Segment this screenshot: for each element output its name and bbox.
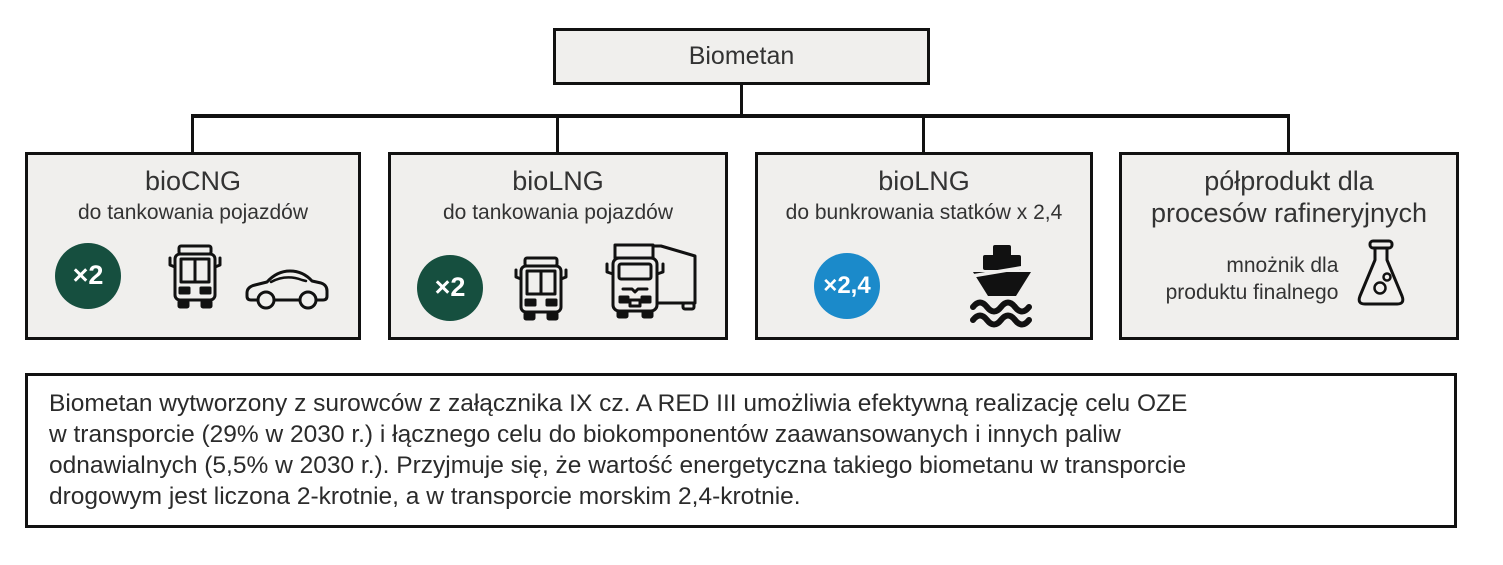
multiplier-badge-label: ×2 [434,272,466,303]
multiplier-badge: ×2 [55,242,121,309]
connector-horizontal-bar [191,114,1290,118]
truck-icon [605,243,697,319]
branch-biocng: bioCNG do tankowania pojazdów ×2 [25,152,361,340]
multiplier-badge-label: ×2,4 [823,271,871,299]
multiplier-badge: ×2 [417,254,483,321]
footnote-box: Biometan wytworzony z surowców z załączn… [25,373,1457,528]
branch-biolng-vehicles: bioLNG do tankowania pojazdów ×2 [388,152,728,340]
root-node-biometan: Biometan [553,28,930,85]
footnote-line: odnawialnych (5,5% w 2030 r.). Przyjmuje… [49,452,1187,479]
branch-title: bioCNG [144,166,242,196]
connector-drop-biolng-vehicles [556,116,559,154]
branch-title: półprodukt dla procesów rafineryjnych [1151,166,1427,230]
branch-subtitle: do tankowania pojazdów [443,200,673,224]
branch-title-line1: półprodukt dla [1204,166,1374,196]
footnote-line: drogowym jest liczona 2-krotnie, a w tra… [49,483,801,510]
flask-icon [1358,239,1405,306]
ship-icon [970,244,1034,328]
branch-title: bioLNG [512,166,604,196]
car-icon [245,269,329,310]
multiplier-note-line1: mnożnik dla [1226,254,1339,278]
root-label: Biometan [688,42,795,70]
bus-icon [168,244,222,309]
branch-biolng-ships: bioLNG do bunkrowania statków x 2,4 ×2,4 [755,152,1093,340]
multiplier-badge: ×2,4 [814,252,880,319]
footnote-line: w transporcie (29% w 2030 r.) i łącznego… [49,421,1121,448]
branch-refinery-semiproduct: półprodukt dla procesów rafineryjnych mn… [1119,152,1459,340]
branch-title-line2: procesów rafineryjnych [1150,197,1428,228]
branch-title: bioLNG [878,166,970,196]
icon-row: ×2 [55,242,331,311]
icon-row: ×2 [417,243,699,323]
branch-subtitle: do tankowania pojazdów [78,200,308,224]
branch-subtitle: do bunkrowania statków x 2,4 [785,200,1063,224]
bus-icon [514,256,568,321]
icon-row: ×2,4 [814,243,1034,329]
multiplier-note: mnożnik dla produktu finalnego [1166,253,1339,306]
connector-drop-biocng [191,116,194,154]
multiplier-note-line2: produktu finalnego [1165,280,1339,304]
footnote-line: Biometan wytworzony z surowców z załączn… [49,390,1188,417]
connector-root-stem [740,83,743,116]
connector-drop-refinery [1287,116,1290,154]
multiplier-note-row: mnożnik dla produktu finalnego [1166,238,1413,322]
multiplier-badge-label: ×2 [72,260,104,291]
connector-drop-biolng-ships [922,116,925,154]
